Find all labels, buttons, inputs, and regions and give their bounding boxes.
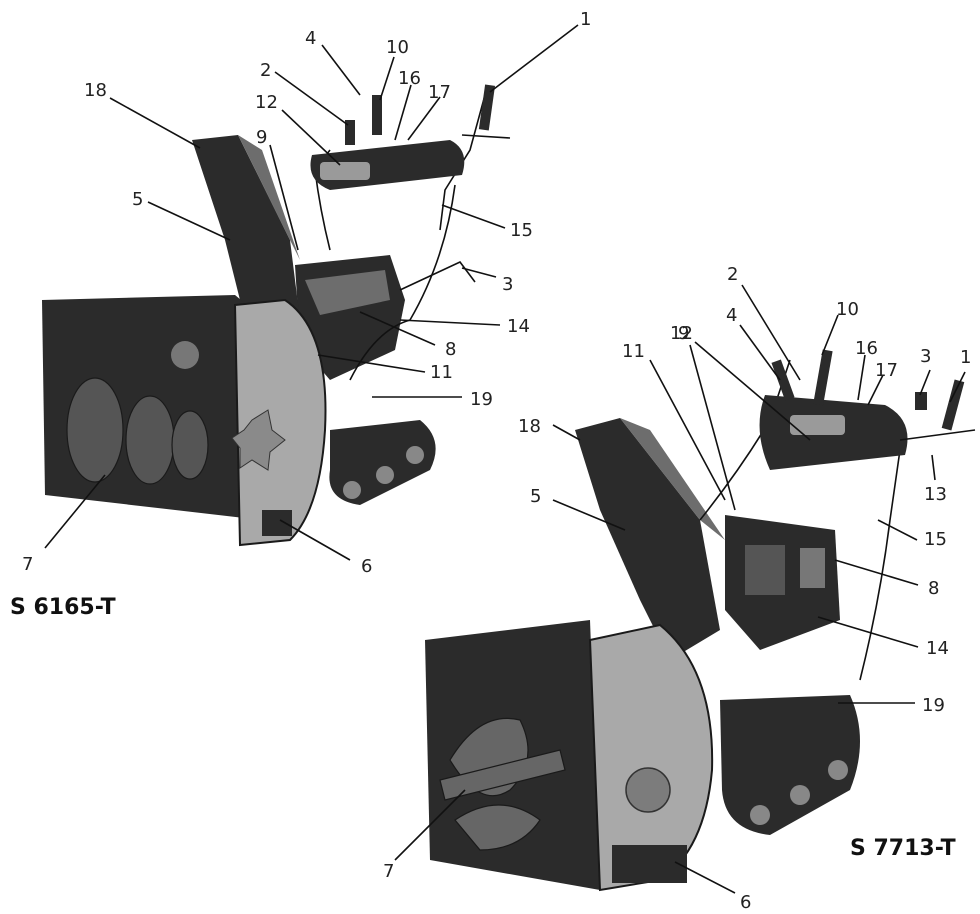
callout-18-left: 18 xyxy=(84,80,107,101)
callout-15-left: 15 xyxy=(510,220,533,241)
callout-8-left: 8 xyxy=(445,339,456,360)
callout-14-left: 14 xyxy=(507,316,530,337)
callout-5-right: 5 xyxy=(530,486,541,507)
callout-15-right: 15 xyxy=(924,529,947,550)
callout-19-right: 19 xyxy=(922,695,945,716)
callout-3-left: 3 xyxy=(502,274,513,295)
callouts-left: 1 2 3 4 5 6 7 8 9 10 11 12 14 15 16 17 1… xyxy=(22,9,591,577)
callout-2-left: 2 xyxy=(260,60,271,81)
callout-4-right: 4 xyxy=(726,305,737,326)
callout-12-right: 12 xyxy=(670,323,693,344)
callout-8-right: 8 xyxy=(928,578,939,599)
callout-6-right: 6 xyxy=(740,892,751,913)
machine-illustration-right xyxy=(425,349,976,892)
callout-7-right: 7 xyxy=(383,861,394,882)
callout-10-right: 10 xyxy=(836,299,859,320)
callout-9-right: 9 xyxy=(678,323,689,344)
callout-5-left: 5 xyxy=(132,189,143,210)
callout-18-right: 18 xyxy=(518,416,541,437)
callout-1-left: 1 xyxy=(580,9,591,30)
leader-lines-left xyxy=(44,24,579,561)
callout-1-right: 1 xyxy=(960,347,971,368)
leader-lines-right xyxy=(394,284,966,894)
callout-16-right: 16 xyxy=(855,338,878,359)
callout-17-left: 17 xyxy=(428,82,451,103)
callout-3-right: 3 xyxy=(920,346,931,367)
callout-4-left: 4 xyxy=(305,28,316,49)
callout-16-left: 16 xyxy=(398,68,421,89)
callout-11-left: 11 xyxy=(430,362,453,383)
callout-11-right: 11 xyxy=(622,341,645,362)
callout-14-right: 14 xyxy=(926,638,949,659)
callout-6-left: 6 xyxy=(361,556,372,577)
callout-9-left: 9 xyxy=(256,127,267,148)
callout-19-left: 19 xyxy=(470,389,493,410)
machine-illustration-left xyxy=(42,84,511,547)
callout-10-left: 10 xyxy=(386,37,409,58)
callout-13-right: 13 xyxy=(924,484,947,505)
model-label-left: S 6165-T xyxy=(10,595,116,620)
callouts-right: 1 2 3 4 5 6 7 8 9 10 11 12 13 14 15 16 1… xyxy=(383,264,971,913)
model-label-right: S 7713-T xyxy=(850,836,956,861)
callout-7-left: 7 xyxy=(22,554,33,575)
callout-2-right: 2 xyxy=(727,264,738,285)
callout-17-right: 17 xyxy=(875,360,898,381)
callout-12-left: 12 xyxy=(255,92,278,113)
